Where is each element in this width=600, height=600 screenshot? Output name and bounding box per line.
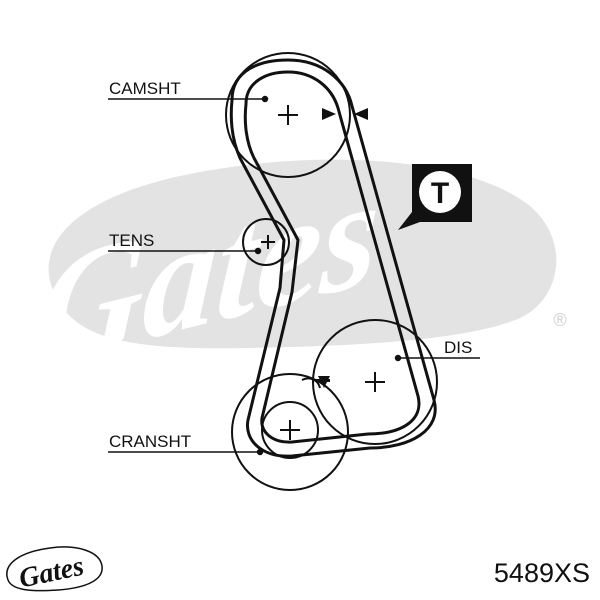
camshaft-center-icon xyxy=(278,105,298,125)
crankshaft-center-icon xyxy=(280,420,300,440)
part-number: 5489XS xyxy=(494,558,590,588)
logo-swoosh xyxy=(6,546,103,592)
watermark-registered-mark: ® xyxy=(553,310,566,330)
crankshaft-label: CRANSHT xyxy=(109,432,191,451)
belt-outer-edge xyxy=(229,58,437,458)
leader-lines xyxy=(108,95,480,456)
tensioner-pulley xyxy=(242,218,290,266)
gates-watermark: Gates ® xyxy=(33,142,566,400)
crankshaft-pulley xyxy=(261,401,319,459)
center-marks xyxy=(261,105,385,440)
distributor-label: DIS xyxy=(444,338,472,357)
distributor-timing-mark-icon xyxy=(316,376,330,388)
gates-logo: Gates xyxy=(6,546,103,595)
belt-inner-edge xyxy=(243,70,421,444)
camshaft-pulley xyxy=(225,52,351,178)
crankshaft-outer-circle xyxy=(231,373,349,491)
timing-belt xyxy=(229,58,437,458)
camshaft-label: CAMSHT xyxy=(109,79,181,98)
camshaft-timing-mark-icon xyxy=(322,108,368,120)
tensioner-center-icon xyxy=(261,235,275,249)
badge-circle xyxy=(419,171,461,213)
distributor-pulley xyxy=(312,319,438,445)
badge-letter: T xyxy=(431,177,449,210)
crankshaft-timing-mark-icon xyxy=(301,377,321,389)
tensioner-badge: T xyxy=(398,164,472,230)
distributor-center-icon xyxy=(365,372,385,392)
tensioner-label: TENS xyxy=(109,231,154,250)
